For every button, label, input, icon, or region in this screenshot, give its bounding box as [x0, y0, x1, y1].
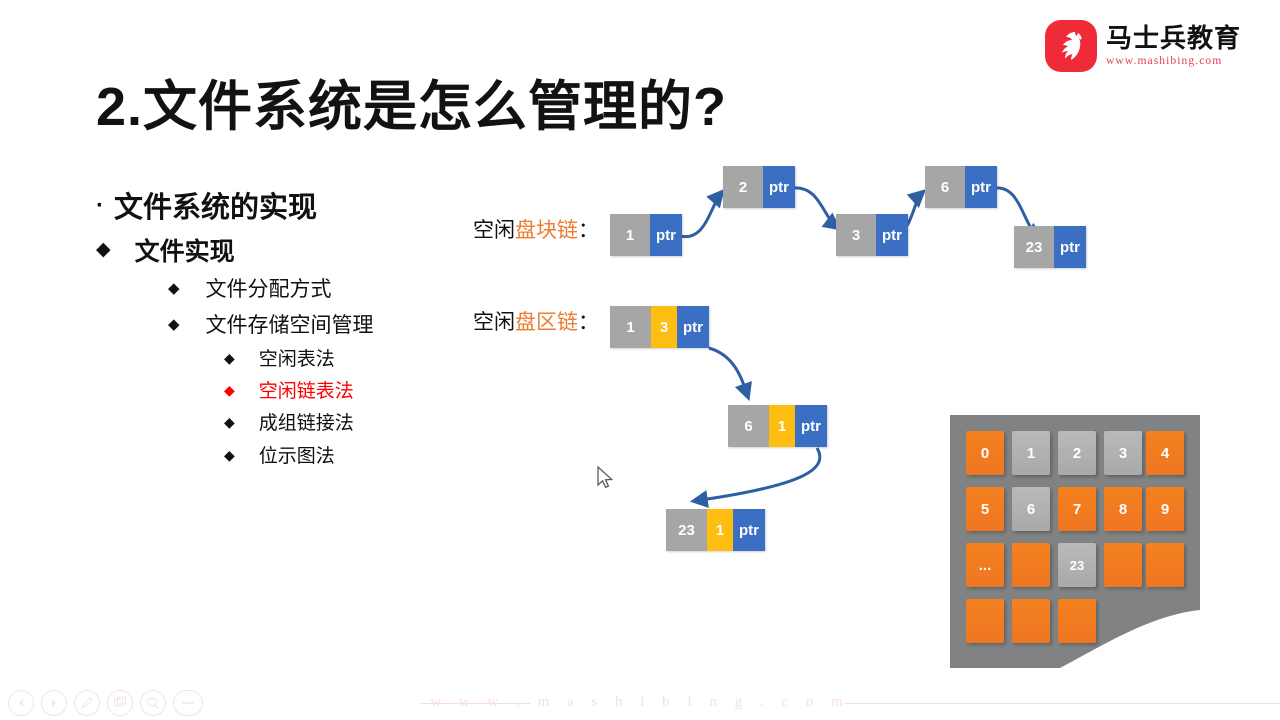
outline-item-storage-management: ◆ 文件存储空间管理 [168, 313, 496, 340]
outline-list: · 文件系统的实现 ◆ 文件实现 ◆ 文件分配方式 ◆ 文件存储空间管理 ◆ 空… [96, 190, 496, 469]
horse-head-icon [1045, 20, 1097, 72]
extent-start: 1 [610, 306, 651, 348]
brand-logo: 马士兵教育 www.mashibing.com [1045, 20, 1241, 72]
outline-level3-label: 文件存储空间管理 [205, 313, 374, 337]
node-id: 23 [1014, 226, 1054, 268]
disk-block: 0 [966, 431, 1004, 475]
zoom-icon[interactable] [140, 690, 166, 716]
disk-block [1146, 543, 1184, 587]
extent-count: 1 [707, 509, 733, 551]
chain-node-extent: 23 1 ptr [666, 509, 765, 551]
disk-block [966, 599, 1004, 643]
extent-count: 1 [769, 405, 795, 447]
outline-item-grouped-link: ◆ 成组链接法 [224, 412, 496, 436]
disk-block [1012, 599, 1050, 643]
disk-block: 2 [1058, 431, 1096, 475]
disk-block: 9 [1146, 487, 1184, 531]
outline-level1-label: 文件系统的实现 [114, 192, 318, 224]
node-id: 1 [610, 214, 650, 256]
bullet-diamond-icon: ◆ [224, 382, 235, 399]
disk-block: 1 [1012, 431, 1050, 475]
chain-node-block: 1 ptr [610, 214, 682, 256]
extent-count: 3 [651, 306, 677, 348]
bullet-diamond-icon: ◆ [96, 239, 111, 261]
watermark-rule-left [420, 703, 530, 704]
node-id: 6 [925, 166, 965, 208]
disk-block [1058, 599, 1096, 643]
watermark-text: w w w . m a s h i b i n g . c o m [430, 694, 850, 710]
disk-block: 7 [1058, 487, 1096, 531]
presentation-toolbar [0, 688, 1280, 720]
node-ptr: ptr [763, 166, 795, 208]
slide-overview-icon[interactable] [107, 690, 133, 716]
outline-level3-label: 文件分配方式 [205, 278, 332, 302]
more-options-icon[interactable] [173, 690, 203, 716]
chain-node-block: 23 ptr [1014, 226, 1086, 268]
mouse-cursor-icon [597, 466, 614, 489]
node-ptr: ptr [876, 214, 908, 256]
chain-node-block: 6 ptr [925, 166, 997, 208]
chain-node-block: 3 ptr [836, 214, 908, 256]
bullet-diamond-icon: ◆ [224, 446, 235, 463]
watermark-rule-right [845, 703, 1280, 704]
outline-item-free-table: ◆ 空闲表法 [224, 348, 496, 372]
disk-blocks-panel: 0 1 2 3 4 5 6 7 8 9 ... 23 [950, 415, 1200, 670]
bullet-diamond-icon: ◆ [224, 414, 235, 431]
disk-block: 23 [1058, 543, 1096, 587]
node-ptr: ptr [733, 509, 765, 551]
bullet-diamond-icon: ◆ [168, 315, 180, 333]
disk-block: 8 [1104, 487, 1142, 531]
outline-level2: ◆ 文件实现 [96, 236, 496, 268]
disk-block: 4 [1146, 431, 1184, 475]
outline-level4-label: 位示图法 [258, 445, 335, 467]
outline-item-bitmap: ◆ 位示图法 [224, 445, 496, 469]
node-ptr: ptr [965, 166, 997, 208]
outline-item-free-linked-list: ◆ 空闲链表法 [224, 380, 496, 404]
node-ptr: ptr [677, 306, 709, 348]
next-slide-icon[interactable] [41, 690, 67, 716]
chain-node-extent: 1 3 ptr [610, 306, 709, 348]
disk-block: 5 [966, 487, 1004, 531]
node-id: 3 [836, 214, 876, 256]
page-title: 2.文件系统是怎么管理的? [96, 77, 728, 137]
extent-start: 6 [728, 405, 769, 447]
bullet-dot-icon: · [96, 192, 104, 219]
brand-name: 马士兵教育 [1106, 22, 1242, 53]
brand-url: www.mashibing.com [1106, 55, 1223, 68]
outline-level4-label: 空闲表法 [258, 348, 335, 370]
disk-block: ... [966, 543, 1004, 587]
chain-node-block: 2 ptr [723, 166, 795, 208]
extent-start: 23 [666, 509, 707, 551]
outline-level2-label: 文件实现 [134, 238, 235, 267]
bullet-diamond-icon: ◆ [224, 349, 235, 366]
outline-item-file-allocation: ◆ 文件分配方式 [168, 277, 496, 304]
free-extent-chain-label: 空闲盘区链： [473, 311, 599, 334]
disk-block: 6 [1012, 487, 1050, 531]
disk-block [1012, 543, 1050, 587]
outline-level4-label: 空闲链表法 [258, 381, 354, 403]
free-block-chain-label: 空闲盘块链： [473, 219, 599, 242]
pen-icon[interactable] [74, 690, 100, 716]
disk-block [1104, 543, 1142, 587]
disk-block: 3 [1104, 431, 1142, 475]
chain-node-extent: 6 1 ptr [728, 405, 827, 447]
node-id: 2 [723, 166, 763, 208]
node-ptr: ptr [650, 214, 682, 256]
outline-level1: · 文件系统的实现 [96, 190, 496, 227]
bullet-diamond-icon: ◆ [168, 280, 180, 298]
outline-level4-label: 成组链接法 [258, 413, 354, 435]
prev-slide-icon[interactable] [8, 690, 34, 716]
node-ptr: ptr [1054, 226, 1086, 268]
node-ptr: ptr [795, 405, 827, 447]
